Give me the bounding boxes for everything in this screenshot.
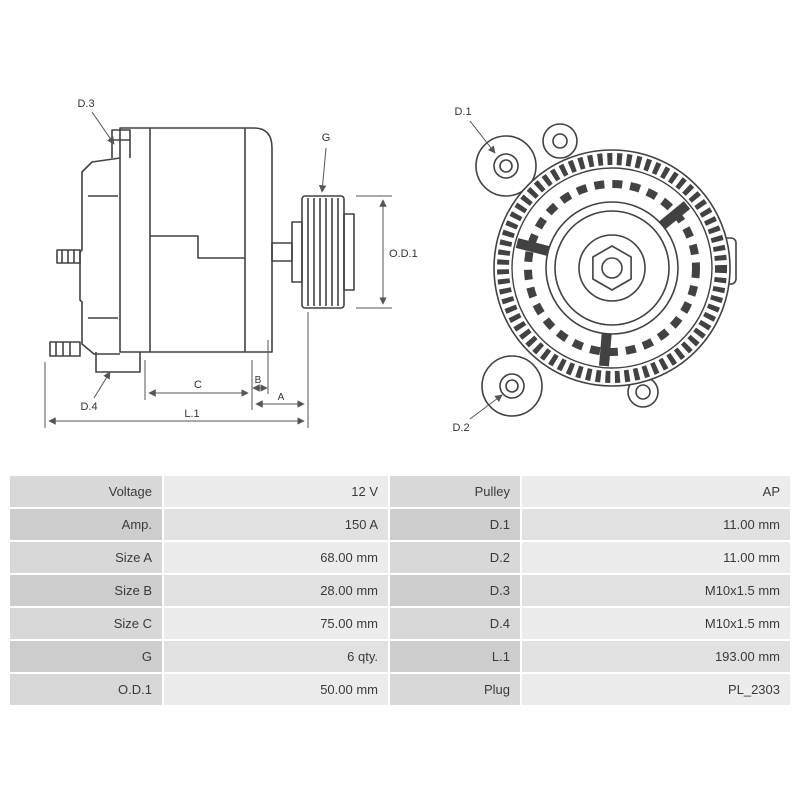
spec-row-od1: O.D.1 50.00 mm Plug PL_2303 <box>10 674 790 705</box>
leader-d4 <box>93 371 111 399</box>
spec-label: Voltage <box>10 476 162 507</box>
main-body <box>119 127 273 353</box>
technical-drawing: G O.D.1 C B A L.1 D.3 D.4 <box>44 98 737 434</box>
leader-d1 <box>469 120 496 154</box>
leader-d3 <box>91 111 115 145</box>
shaft <box>271 242 293 262</box>
spec-value: 6 qty. <box>164 641 388 672</box>
mount-stud <box>49 341 81 357</box>
vent-slots <box>524 180 700 356</box>
spec-label: L.1 <box>390 641 520 672</box>
label-d4: D.4 <box>80 401 97 413</box>
spec-value: 75.00 mm <box>164 608 388 639</box>
spec-label: Pulley <box>390 476 520 507</box>
spec-value: AP <box>522 476 790 507</box>
label-l1: L.1 <box>184 408 199 420</box>
spec-value: 193.00 mm <box>522 641 790 672</box>
spec-row-size-a: Size A 68.00 mm D.2 11.00 mm <box>10 542 790 573</box>
label-d3: D.3 <box>77 98 94 110</box>
side-view-dimensions <box>44 111 392 428</box>
spec-value: M10x1.5 mm <box>522 608 790 639</box>
spec-label: D.4 <box>390 608 520 639</box>
rear-housing <box>79 157 121 355</box>
pulley-hub <box>343 213 355 291</box>
spec-row-g: G 6 qty. L.1 193.00 mm <box>10 641 790 672</box>
spec-label: Size B <box>10 575 162 606</box>
front-view-dimensions <box>469 120 503 420</box>
spec-label: D.3 <box>390 575 520 606</box>
label-d2: D.2 <box>452 422 469 434</box>
top-lug <box>111 129 131 158</box>
label-b: B <box>255 375 262 386</box>
spec-value: 150 A <box>164 509 388 540</box>
spec-value: 28.00 mm <box>164 575 388 606</box>
cooling-fins <box>497 153 727 383</box>
label-g: G <box>322 132 331 144</box>
alternator-front-view <box>475 123 737 417</box>
label-od1: O.D.1 <box>389 248 418 260</box>
spec-row-amp: Amp. 150 A D.1 11.00 mm <box>10 509 790 540</box>
spec-value: 68.00 mm <box>164 542 388 573</box>
spec-row-voltage: Voltage 12 V Pulley AP <box>10 476 790 507</box>
spec-row-size-b: Size B 28.00 mm D.3 M10x1.5 mm <box>10 575 790 606</box>
spec-table: Voltage 12 V Pulley AP Amp. 150 A D.1 11… <box>8 474 792 707</box>
terminal-stud <box>56 249 81 264</box>
spec-label: O.D.1 <box>10 674 162 705</box>
spec-label: Amp. <box>10 509 162 540</box>
spec-label: Size C <box>10 608 162 639</box>
spec-label: Plug <box>390 674 520 705</box>
label-a: A <box>278 392 285 403</box>
spec-value: 12 V <box>164 476 388 507</box>
label-d1: D.1 <box>454 106 471 118</box>
spec-value: 50.00 mm <box>164 674 388 705</box>
spec-value: PL_2303 <box>522 674 790 705</box>
spec-label: Size A <box>10 542 162 573</box>
spec-label: G <box>10 641 162 672</box>
label-c: C <box>194 379 202 391</box>
pulley-collar <box>291 221 303 283</box>
spec-label: D.1 <box>390 509 520 540</box>
spec-row-size-c: Size C 75.00 mm D.4 M10x1.5 mm <box>10 608 790 639</box>
bottom-foot <box>95 352 141 373</box>
alternator-side-view <box>49 127 355 373</box>
leader-d2 <box>469 394 503 420</box>
spec-value: 11.00 mm <box>522 542 790 573</box>
spec-label: D.2 <box>390 542 520 573</box>
pulley <box>291 195 355 309</box>
spec-value: M10x1.5 mm <box>522 575 790 606</box>
spokes <box>515 201 691 367</box>
leader-g <box>318 147 327 193</box>
shaft-center <box>601 257 623 279</box>
spec-value: 11.00 mm <box>522 509 790 540</box>
